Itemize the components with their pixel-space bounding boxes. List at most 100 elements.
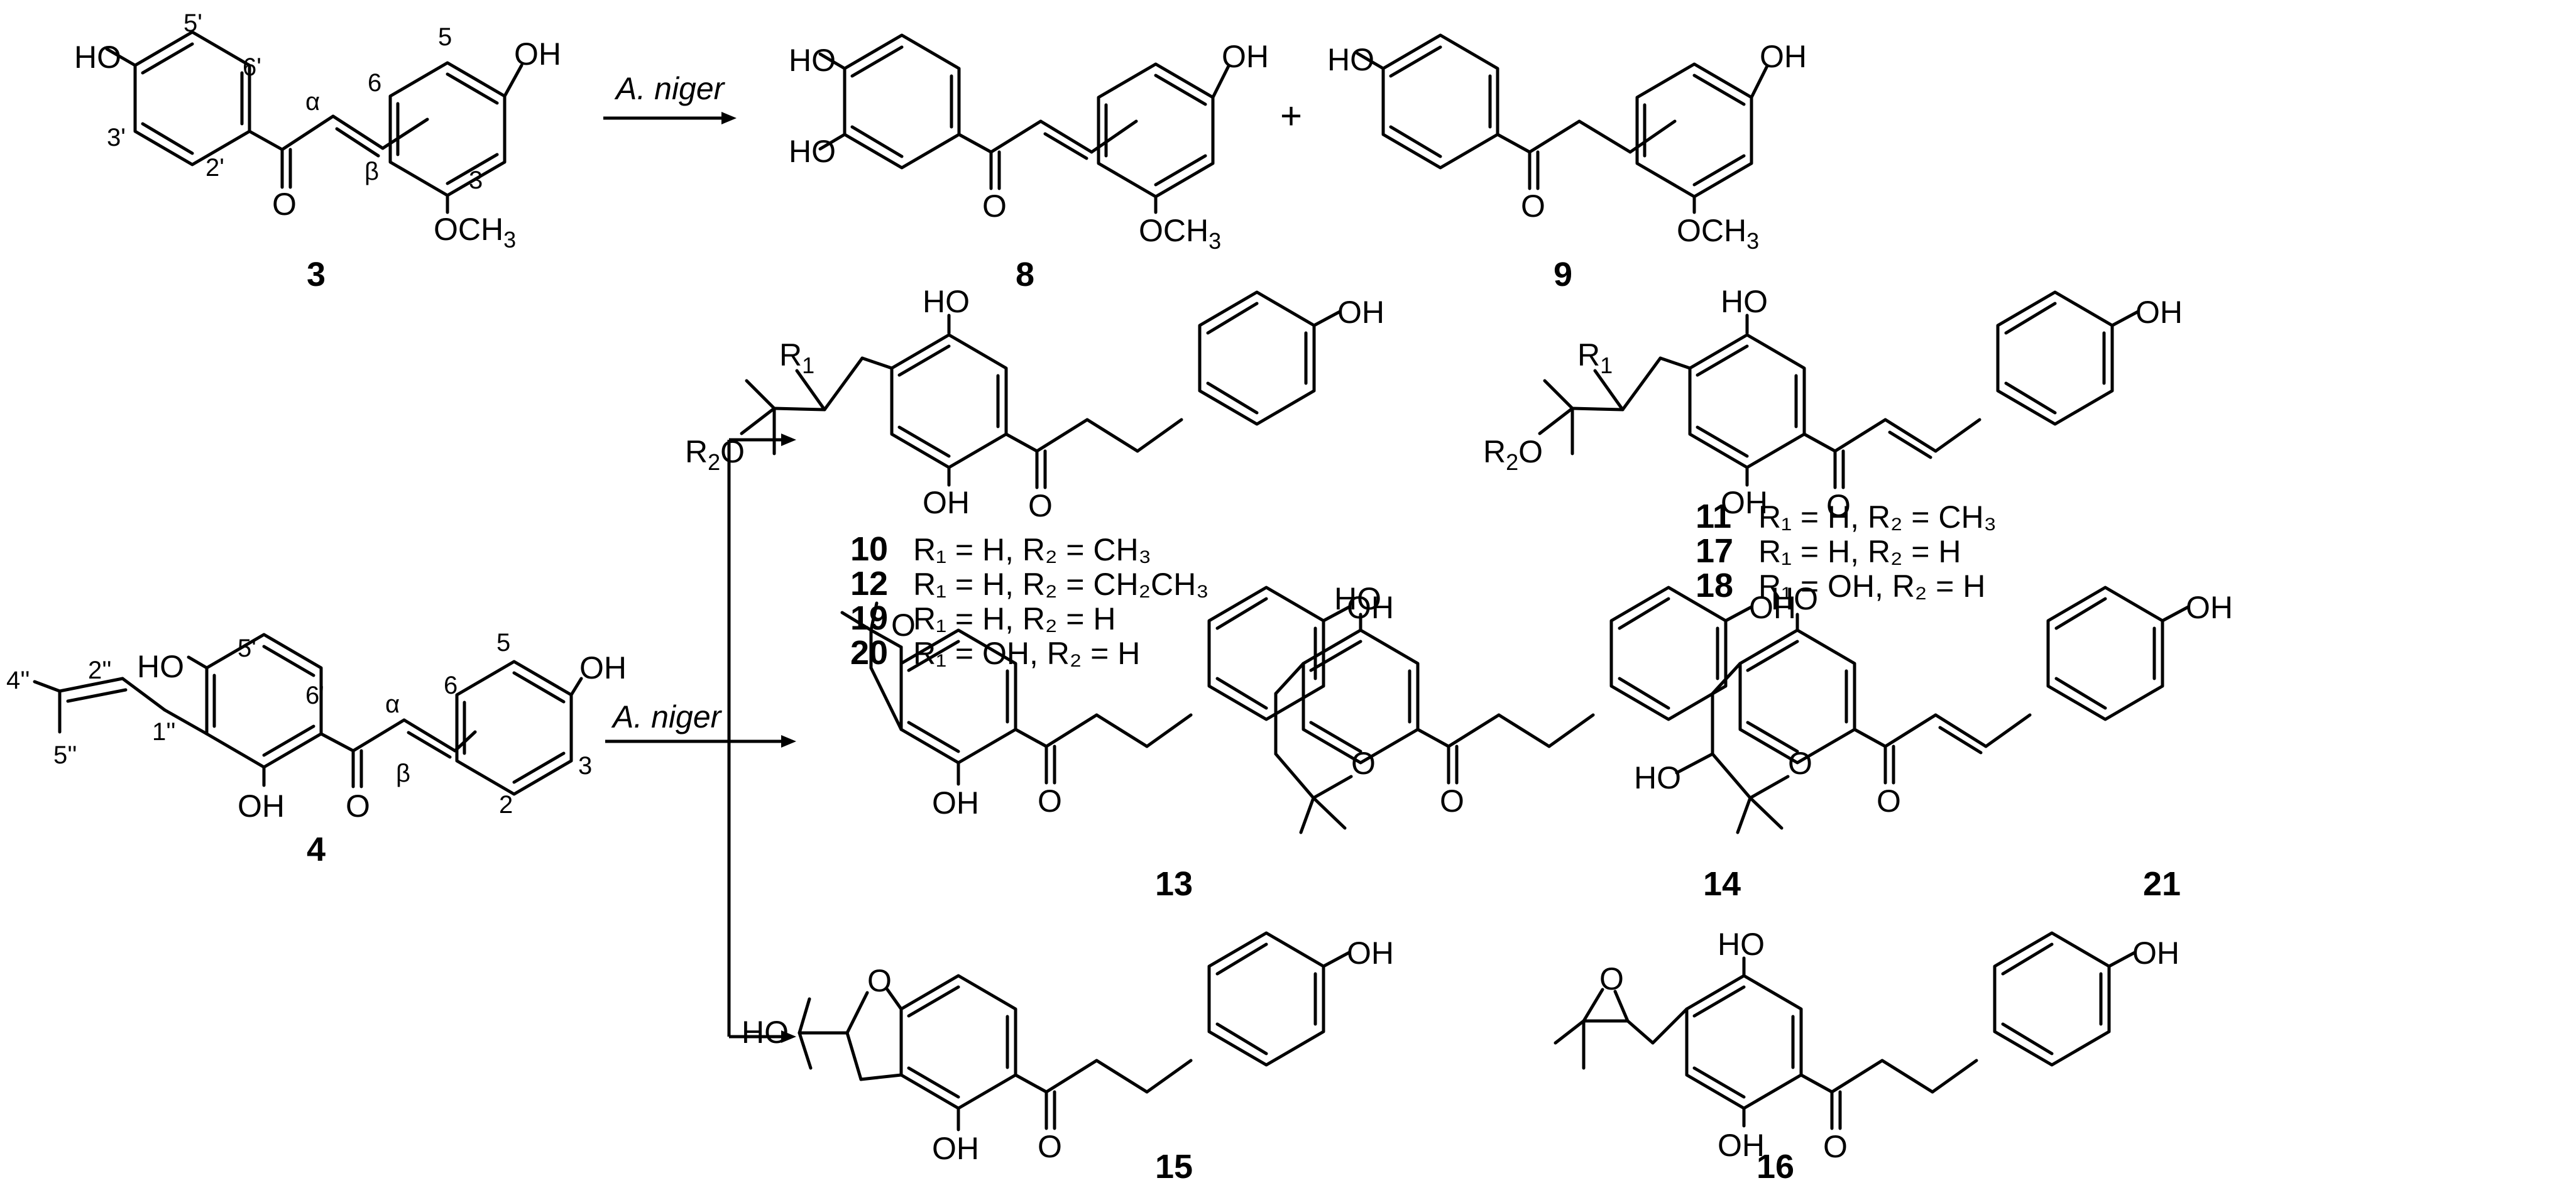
atom-label: OH — [932, 785, 979, 821]
substituent-text: R₁ = H, R₂ = CH₃ — [1758, 499, 1997, 535]
substituent-text: R₁ = OH, R₂ = H — [913, 636, 1140, 671]
position-number: 5' — [184, 9, 202, 37]
compound-number: 9 — [1554, 256, 1572, 293]
position-number: 5'' — [53, 741, 77, 769]
reagent-label: A. niger — [614, 71, 726, 106]
atom-label: OH — [1721, 485, 1768, 520]
compound-number: 4 — [307, 831, 326, 868]
position-number: 2 — [499, 791, 513, 819]
position-number: 2' — [206, 154, 224, 182]
substituent-text: R₁ = H, R₂ = CH₂CH₃ — [913, 567, 1209, 602]
atom-label: OH — [2135, 295, 2183, 330]
atom-label: O — [272, 187, 297, 222]
compound-21-structure — [1675, 587, 2190, 834]
atom-label: OH — [1749, 590, 1796, 625]
compound-number: 19 — [850, 599, 888, 637]
position-number: 2'' — [88, 657, 112, 684]
atom-label: OH — [1718, 1128, 1765, 1163]
atom-label: HO — [789, 134, 836, 169]
position-number: α — [385, 690, 400, 718]
atom-label: HO — [1721, 284, 1768, 319]
compound-number: 14 — [1703, 865, 1741, 903]
position-number: 5' — [238, 635, 256, 662]
substituent-list: 10 R₁ = H, R₂ = CH₃ 12 R₁ = H, R₂ = CH₂C… — [850, 530, 1209, 672]
atom-label: OH — [1222, 39, 1269, 74]
atom-label: OH — [1337, 295, 1384, 330]
atom-label: O — [1877, 783, 1901, 819]
compound-number: 13 — [1155, 865, 1193, 903]
compound-number: 17 — [1696, 532, 1733, 570]
compound-10-structure — [740, 292, 1342, 489]
compound-8-structure — [818, 33, 1230, 214]
compound-13-structure — [840, 587, 1351, 786]
atom-label: O — [867, 963, 892, 998]
atom-label: R2O — [685, 434, 745, 475]
atom-label: O — [1038, 1129, 1062, 1164]
position-number: 3 — [578, 752, 592, 780]
atom-label: HO — [1718, 927, 1765, 962]
compound-9-structure — [1356, 33, 1769, 214]
compound-number: 8 — [1016, 256, 1034, 293]
compound-11-structure — [1538, 292, 2140, 489]
reagent-label: A. niger — [611, 699, 723, 734]
compound-number: 21 — [2143, 865, 2181, 903]
position-number: 5 — [438, 23, 452, 51]
branch-arrows — [605, 434, 796, 1043]
compound-number: 16 — [1757, 1148, 1794, 1186]
atom-label: O — [1599, 961, 1624, 996]
atom-label: O — [1038, 783, 1062, 819]
atom-label: OH — [238, 788, 285, 824]
position-number: 4'' — [6, 667, 30, 694]
atom-label: HO — [1771, 581, 1818, 616]
atom-label: OH — [579, 650, 627, 685]
reaction-arrow — [603, 112, 737, 124]
atom-label: HO — [137, 649, 184, 684]
atom-label: OH — [2186, 590, 2233, 625]
atom-label: OH — [1347, 935, 1394, 971]
position-number: 5 — [496, 629, 510, 657]
position-number: 3' — [107, 124, 126, 151]
compound-14-structure — [1274, 587, 1753, 834]
position-number: 6' — [243, 53, 261, 81]
substituent-text: R₁ = H, R₂ = CH₃ — [913, 532, 1151, 567]
position-number: 1'' — [152, 718, 176, 746]
compound-number: 10 — [850, 530, 888, 568]
atom-label: R1 — [1577, 337, 1613, 378]
atom-label: O — [891, 608, 916, 643]
atom-label: R1 — [779, 337, 814, 378]
substituent-text: R₁ = H, R₂ = H — [913, 601, 1115, 636]
substituent-text: R₁ = OH, R₂ = H — [1758, 569, 1985, 604]
atom-label: HO — [1634, 760, 1681, 795]
position-number: 3 — [469, 166, 483, 194]
position-number: α — [305, 88, 320, 116]
atom-label: OH — [2132, 935, 2179, 971]
atom-label: OCH3 — [434, 212, 516, 253]
atom-label: O — [1440, 783, 1464, 819]
atom-label: O — [1521, 188, 1545, 224]
position-number: 6' — [305, 682, 324, 709]
position-number: β — [364, 158, 379, 185]
substituent-list: 11 R₁ = H, R₂ = CH₃ 17 R₁ = H, R₂ = H 18… — [1696, 498, 1997, 604]
compound-16-structure — [1554, 933, 2137, 1130]
atom-label: HO — [923, 284, 970, 319]
compound-4-structure — [33, 633, 583, 796]
compound-3-structure — [105, 30, 523, 214]
compound-number: 12 — [850, 565, 888, 603]
position-number: 6 — [444, 672, 458, 699]
atom-label: HO — [74, 40, 121, 75]
atom-label: OCH3 — [1139, 213, 1221, 254]
compound-number: 20 — [850, 634, 888, 672]
atom-label: O — [982, 188, 1007, 224]
atom-label: OCH3 — [1677, 213, 1759, 254]
atom-label: O — [1823, 1129, 1848, 1164]
compound-number: 11 — [1696, 498, 1731, 535]
atom-label: OH — [932, 1131, 979, 1166]
compound-number: 15 — [1155, 1148, 1193, 1186]
atom-label: OH — [1347, 590, 1394, 625]
atom-label: O — [1826, 488, 1851, 523]
position-number: β — [396, 760, 410, 787]
atom-label: OH — [923, 485, 970, 520]
atom-label: HO — [742, 1015, 789, 1050]
atom-label: HO — [1334, 581, 1381, 616]
